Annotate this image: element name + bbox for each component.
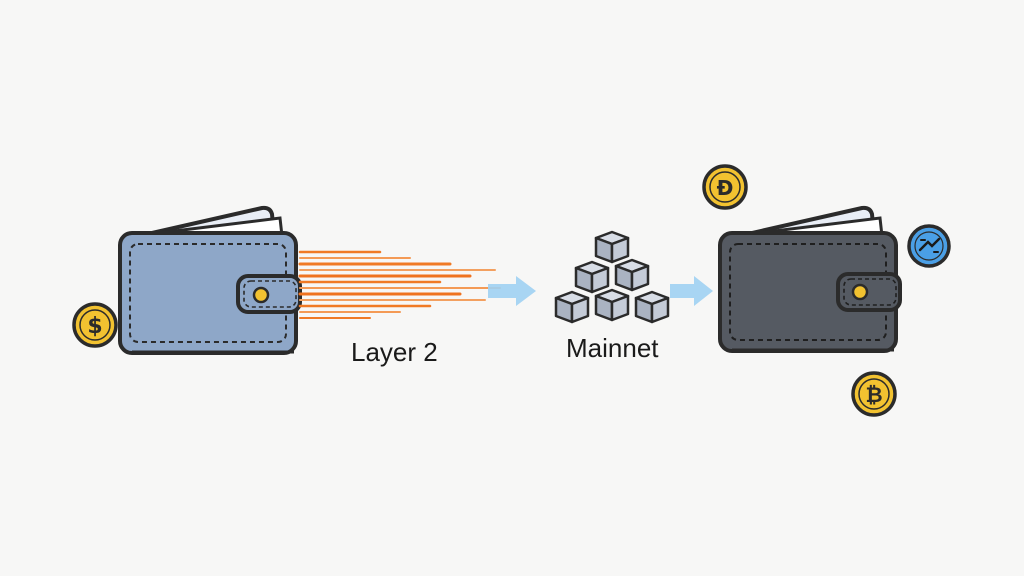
dollar-coin-icon: $: [72, 302, 118, 348]
arrow-right-icon: [670, 276, 713, 306]
swap-coin-icon: [907, 224, 951, 268]
source-wallet-icon: [118, 205, 302, 355]
blockchain-blocks-icon: [554, 230, 670, 324]
svg-text:Ɖ: Ɖ: [717, 176, 734, 200]
speed-lines: [298, 250, 501, 319]
destination-wallet-icon: [718, 205, 902, 353]
svg-text:$: $: [87, 314, 102, 339]
mainnet-label: Mainnet: [566, 333, 659, 363]
bitcoin-coin-icon: ₿: [851, 371, 897, 417]
arrow-right-icon: [488, 276, 536, 306]
layer2-label: Layer 2: [351, 337, 438, 367]
crypto-coin-icon: Ɖ: [702, 164, 748, 210]
svg-text:₿: ₿: [865, 383, 882, 407]
